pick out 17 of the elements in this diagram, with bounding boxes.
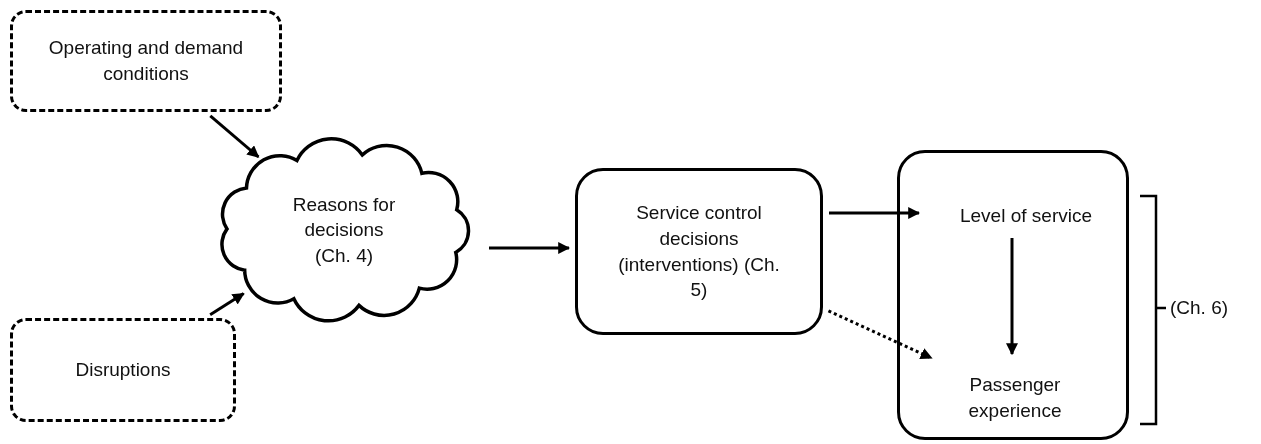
node-text: Reasons for decisions (Ch. 4) bbox=[291, 192, 397, 268]
node-text: Passenger experience bbox=[967, 373, 1063, 423]
process-box bbox=[575, 168, 823, 335]
node-text: Disruptions bbox=[75, 358, 171, 383]
node-text: Service control decisions (interventions) (Ch. 5) bbox=[617, 201, 781, 303]
arrow bbox=[1006, 238, 1018, 356]
dashed-box bbox=[10, 10, 282, 112]
arrow bbox=[489, 242, 571, 254]
node-text: Level of service bbox=[960, 204, 1092, 229]
node-text: Operating and demand conditions bbox=[47, 36, 245, 86]
arrow bbox=[829, 207, 921, 219]
process-box bbox=[897, 150, 1129, 440]
arrow bbox=[209, 292, 245, 317]
chapter-label: (Ch. 6) bbox=[1170, 296, 1229, 320]
dashed-box bbox=[10, 318, 236, 422]
arrow bbox=[209, 114, 260, 159]
arrow bbox=[827, 309, 933, 360]
